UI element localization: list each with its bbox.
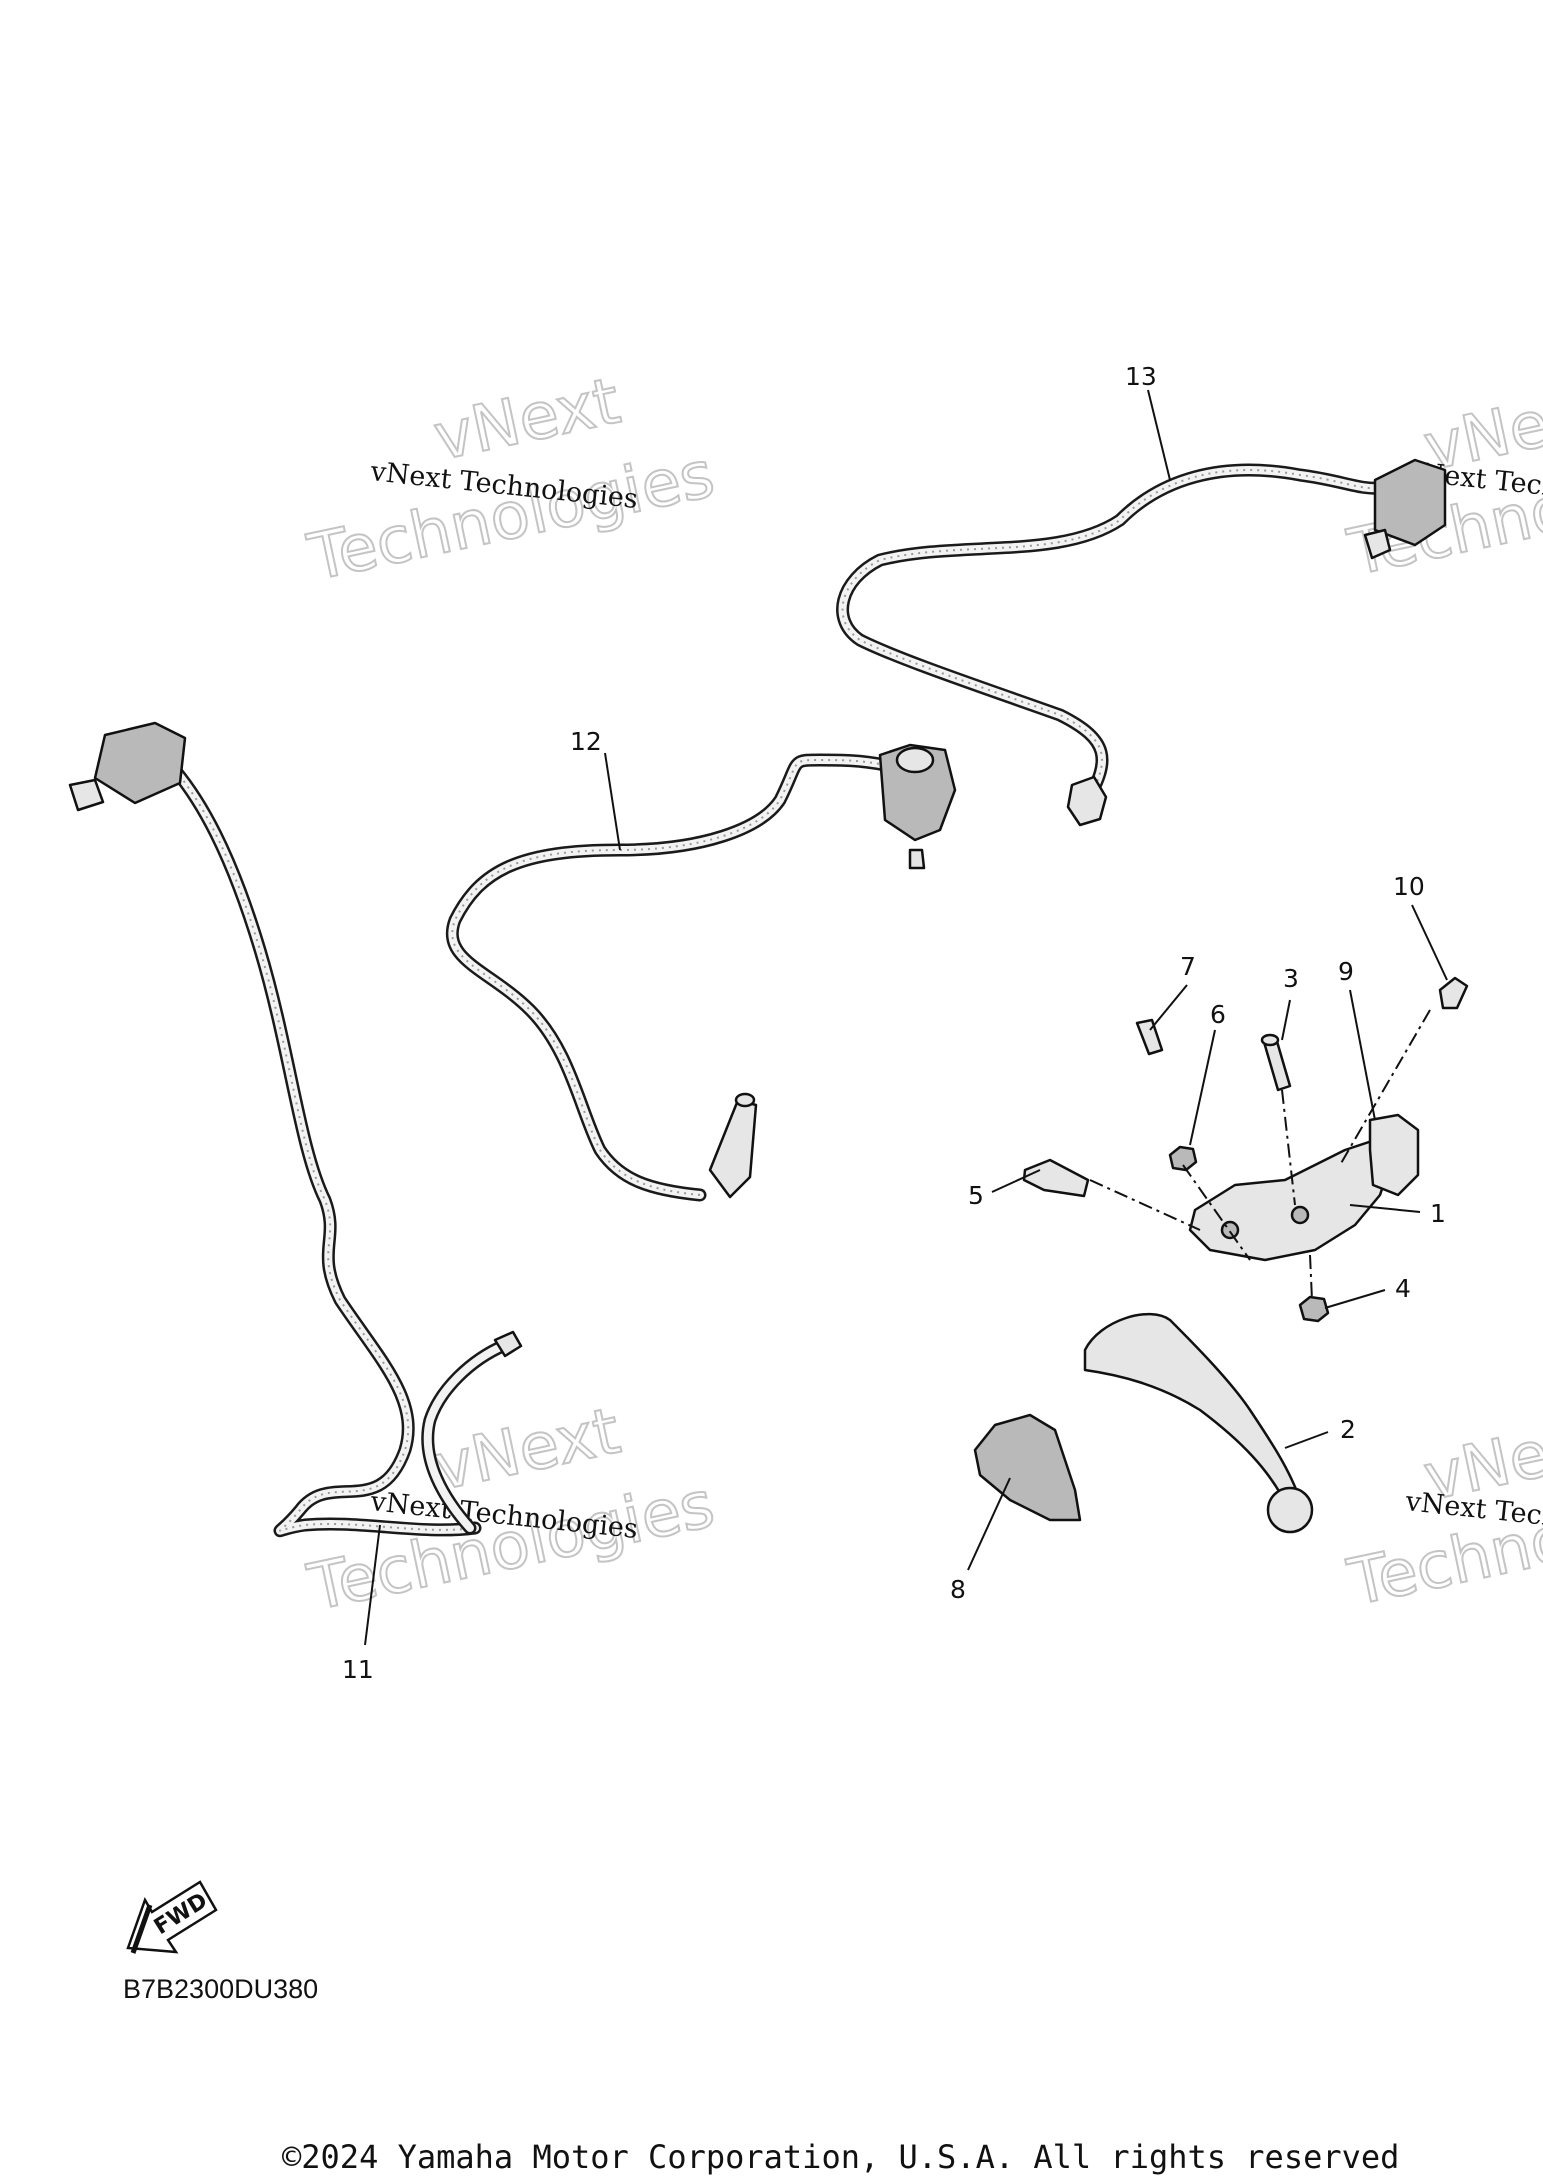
part-3-bolt [1260, 1033, 1292, 1092]
leader-1 [1349, 1204, 1421, 1213]
callout-8: 8 [950, 1575, 966, 1604]
diagram-code: B7B2300DU380 [123, 1974, 318, 2004]
watermark-outline-line1: vNext [428, 364, 626, 475]
part-12-hose [445, 743, 957, 1202]
part-10-bolt [1438, 976, 1469, 1010]
callout-4: 4 [1395, 1274, 1411, 1303]
leader-13 [1147, 389, 1171, 481]
leader-7 [1149, 984, 1188, 1031]
watermark-top-left: vNext Technologies vNext Technologies [301, 363, 722, 596]
callout-2: 2 [1340, 1415, 1356, 1444]
callout-13: 13 [1125, 362, 1157, 391]
leader-9 [1349, 989, 1376, 1121]
part-7-bolt [1135, 1018, 1164, 1056]
leader-4 [1324, 1289, 1386, 1309]
part-6-nut [1168, 1145, 1198, 1172]
assembly-line-3 [1281, 1089, 1296, 1206]
callout-1: 1 [1430, 1199, 1446, 1228]
part-2-lever [1083, 1312, 1314, 1534]
copyright-notice: ©2024 Yamaha Motor Corporation, U.S.A. A… [282, 2138, 1399, 2176]
leader-6 [1189, 1029, 1216, 1146]
leader-11 [364, 1524, 381, 1646]
callout-10: 10 [1393, 872, 1425, 901]
part-13-hose [836, 458, 1447, 827]
watermark-bottom-right: vNext Technologies vNext Technologies [1341, 1403, 1543, 1621]
part-8-cover [973, 1413, 1082, 1522]
fwd-arrow-icon [126, 1880, 218, 1954]
watermark-bottom-left: vNext Technologies vNext Technologies [301, 1393, 722, 1626]
assembly-line-5 [1089, 1179, 1201, 1231]
part-5-pin [1022, 1158, 1090, 1198]
part-9-clamp [1368, 1113, 1420, 1197]
assembly-line-10 [1339, 1009, 1431, 1166]
callout-11: 11 [342, 1655, 374, 1684]
callout-6: 6 [1210, 1000, 1226, 1029]
leader-5 [991, 1169, 1041, 1193]
part-4-nut [1298, 1295, 1330, 1323]
part-1-bracket [1188, 1138, 1392, 1262]
watermark-outline-line2: Technologies [302, 438, 721, 596]
leader-3 [1281, 999, 1291, 1041]
leader-8 [967, 1477, 1011, 1571]
callout-7: 7 [1180, 952, 1196, 981]
assembly-line-4 [1309, 1254, 1313, 1301]
leader-2 [1284, 1431, 1329, 1449]
callout-3: 3 [1283, 964, 1299, 993]
leader-10 [1411, 904, 1448, 981]
assembly-line-6 [1182, 1164, 1251, 1261]
fwd-direction-badge: FWD [126, 1880, 218, 1954]
callout-5: 5 [968, 1181, 984, 1210]
callout-12: 12 [570, 727, 602, 756]
part-11-hose [68, 721, 523, 1538]
watermark-outline-line1: vNext [428, 1394, 626, 1505]
callout-9: 9 [1338, 957, 1354, 986]
leader-12 [604, 752, 621, 851]
